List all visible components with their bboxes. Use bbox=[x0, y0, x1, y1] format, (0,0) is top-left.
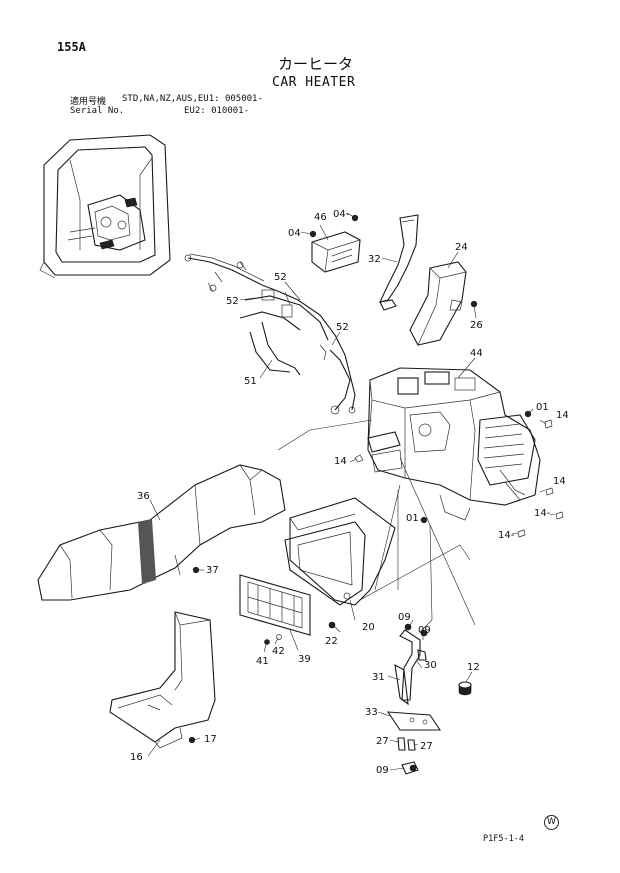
callout-33: 33 bbox=[365, 707, 378, 718]
module-46 bbox=[309, 214, 361, 273]
callout-17: 17 bbox=[204, 734, 217, 745]
callout-41: 41 bbox=[256, 656, 269, 667]
w-mark-icon: W bbox=[544, 815, 559, 830]
callout-01-b: 01 bbox=[406, 513, 419, 524]
hoses-30-31 bbox=[394, 623, 428, 706]
callout-32: 32 bbox=[368, 254, 381, 265]
callout-09-c: 09 bbox=[376, 765, 389, 776]
callout-09-b: 09 bbox=[418, 625, 431, 636]
serial-label-japanese: 適用号機 bbox=[70, 97, 107, 107]
callout-52-c: 52 bbox=[336, 322, 349, 333]
serial-models: STD,NA,NZ,AUS,EU1: 005001- bbox=[122, 94, 263, 104]
leader-lines bbox=[277, 419, 476, 633]
callout-04-b: 04 bbox=[288, 228, 301, 239]
title-english: CAR HEATER bbox=[272, 75, 356, 90]
serial-label-english: Serial No. bbox=[70, 106, 125, 116]
bracket-33 bbox=[386, 711, 442, 775]
callout-36: 36 bbox=[137, 491, 150, 502]
callout-leaders bbox=[147, 212, 556, 771]
callout-44: 44 bbox=[470, 348, 483, 359]
duct-16 bbox=[109, 611, 216, 749]
callout-14-d: 14- bbox=[534, 508, 551, 519]
callout-27-b: 27 bbox=[420, 741, 433, 752]
callout-39: 39 bbox=[298, 654, 311, 665]
callout-26: 26 bbox=[470, 320, 483, 331]
cab-illustration bbox=[39, 134, 171, 279]
callout-16: 16 bbox=[130, 752, 143, 763]
clips-14 bbox=[354, 419, 564, 538]
callout-52-b: 52 bbox=[226, 296, 239, 307]
callout-14-e: 14- bbox=[498, 530, 515, 541]
callout-37: 37 bbox=[206, 565, 219, 576]
duct-36 bbox=[37, 464, 286, 601]
serial-eu2: EU2: 010001- bbox=[184, 106, 250, 116]
callout-01-a: 01 bbox=[536, 402, 549, 413]
filter-39 bbox=[239, 574, 311, 645]
callout-labels: 46 04- 04 24 32 52 52 52 26 44 51 01 14 … bbox=[130, 209, 569, 776]
page-number: 155A bbox=[57, 40, 86, 54]
duct-32 bbox=[379, 214, 419, 311]
wire-harness bbox=[184, 253, 356, 415]
callout-42: 42 bbox=[272, 646, 285, 657]
title-japanese: カーヒータ bbox=[278, 55, 354, 73]
callout-04-a: 04- bbox=[333, 209, 350, 220]
figure-code: P1F5-1-4 bbox=[483, 834, 524, 844]
callout-22: 22 bbox=[325, 636, 338, 647]
callout-09-a: 09 bbox=[398, 612, 411, 623]
callout-51: 51 bbox=[244, 376, 257, 387]
callout-52-a: 52 bbox=[274, 272, 287, 283]
callout-46: 46 bbox=[314, 212, 327, 223]
callout-12: 12 bbox=[467, 662, 480, 673]
callout-31: 31 bbox=[372, 672, 385, 683]
callout-14-a: 14 bbox=[556, 410, 569, 421]
plug-12 bbox=[458, 681, 472, 696]
callout-20: 20 bbox=[362, 622, 375, 633]
duct-24 bbox=[409, 261, 478, 346]
callout-30: 30 bbox=[424, 660, 437, 671]
callout-14-b: 14 bbox=[334, 456, 347, 467]
callout-14-c: 14 bbox=[553, 476, 566, 487]
callout-24: 24 bbox=[455, 242, 468, 253]
filter-case-20 bbox=[284, 497, 396, 629]
callout-27-a: 27 bbox=[376, 736, 389, 747]
heater-unit-44 bbox=[367, 367, 541, 524]
